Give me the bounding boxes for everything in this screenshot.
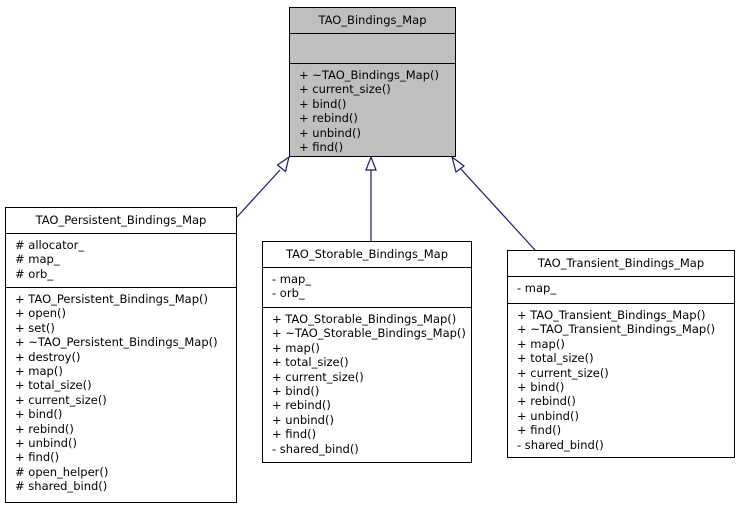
class-operation: + open() <box>15 306 66 321</box>
class-box-tao-transient-bindings-map[interactable]: TAO_Transient_Bindings_Map - map_ + TAO_… <box>507 250 735 458</box>
class-attribute: # orb_ <box>15 266 54 281</box>
class-operation: + bind() <box>299 96 347 111</box>
class-attributes: - map_- orb_ <box>263 268 471 308</box>
class-operation: # shared_bind() <box>15 479 108 494</box>
class-name: TAO_Persistent_Bindings_Map <box>6 208 236 234</box>
class-operation: - shared_bind() <box>272 441 359 456</box>
class-operation: + total_size() <box>272 355 349 370</box>
class-operation: + current_size() <box>517 365 609 380</box>
class-operation: + map() <box>272 340 320 355</box>
class-operation: + map() <box>517 336 565 351</box>
class-attribute: - orb_ <box>272 286 305 301</box>
class-attribute: - map_ <box>272 272 312 286</box>
class-operation: + current_size() <box>272 369 364 384</box>
class-operation: # open_helper() <box>15 464 109 479</box>
inheritance-edge-transient <box>459 167 536 251</box>
class-attribute: - map_ <box>517 281 557 295</box>
class-operation: + unbind() <box>15 436 77 451</box>
class-operation: + total_size() <box>15 378 92 393</box>
class-name: TAO_Bindings_Map <box>290 8 455 34</box>
class-attributes: - map_ <box>508 277 734 304</box>
class-operation: + rebind() <box>517 394 576 409</box>
class-operation: + ~TAO_Bindings_Map() <box>299 68 439 82</box>
class-operation: + find() <box>517 423 562 438</box>
class-attributes: # allocator_# map_# orb_ <box>6 234 236 288</box>
class-operations: + TAO_Storable_Bindings_Map()+ ~TAO_Stor… <box>263 308 471 460</box>
class-operation: + map() <box>15 364 63 379</box>
class-operation: + current_size() <box>15 392 107 407</box>
class-operation: + total_size() <box>517 351 594 366</box>
class-attributes <box>290 34 455 64</box>
class-attribute: # map_ <box>15 252 60 267</box>
class-box-tao-storable-bindings-map[interactable]: TAO_Storable_Bindings_Map - map_- orb_ +… <box>262 241 472 463</box>
class-operation: + TAO_Storable_Bindings_Map() <box>272 312 457 326</box>
inheritance-arrow-persistent <box>276 155 290 173</box>
class-operation: + set() <box>15 320 55 335</box>
class-operation: + unbind() <box>272 412 334 427</box>
class-operation: + rebind() <box>299 111 358 126</box>
class-operation: + rebind() <box>15 421 74 436</box>
class-box-tao-persistent-bindings-map[interactable]: TAO_Persistent_Bindings_Map # allocator_… <box>5 207 237 503</box>
class-name: TAO_Transient_Bindings_Map <box>508 251 734 277</box>
class-name: TAO_Storable_Bindings_Map <box>263 242 471 268</box>
class-operation: + TAO_Persistent_Bindings_Map() <box>15 292 208 306</box>
class-operation: + find() <box>299 140 344 155</box>
class-operations: + TAO_Persistent_Bindings_Map()+ open()+… <box>6 288 236 498</box>
class-operation: + unbind() <box>299 125 361 140</box>
class-operation: + ~TAO_Storable_Bindings_Map() <box>272 326 466 341</box>
class-operation: + find() <box>15 450 60 465</box>
class-operation: + find() <box>272 427 317 442</box>
class-operation: + destroy() <box>15 349 81 364</box>
class-operations: + ~TAO_Bindings_Map()+ current_size()+ b… <box>290 64 455 158</box>
inheritance-edge-persistent <box>236 169 281 218</box>
class-box-tao-bindings-map[interactable]: TAO_Bindings_Map + ~TAO_Bindings_Map()+ … <box>289 7 456 157</box>
class-operation: + ~TAO_Transient_Bindings_Map() <box>517 322 716 337</box>
class-operations: + TAO_Transient_Bindings_Map()+ ~TAO_Tra… <box>508 304 734 456</box>
class-operation: + bind() <box>517 380 565 395</box>
inheritance-arrow-storable <box>365 155 377 171</box>
class-operation: + bind() <box>272 384 320 399</box>
class-operation: + unbind() <box>517 408 579 423</box>
class-operation: + bind() <box>15 407 63 422</box>
class-operation: - shared_bind() <box>517 437 604 452</box>
class-operation: + rebind() <box>272 398 331 413</box>
inheritance-arrow-transient <box>450 155 465 174</box>
class-operation: + current_size() <box>299 82 391 97</box>
class-operation: + TAO_Transient_Bindings_Map() <box>517 308 706 322</box>
class-attribute: # allocator_ <box>15 238 85 252</box>
class-operation: + ~TAO_Persistent_Bindings_Map() <box>15 335 218 350</box>
